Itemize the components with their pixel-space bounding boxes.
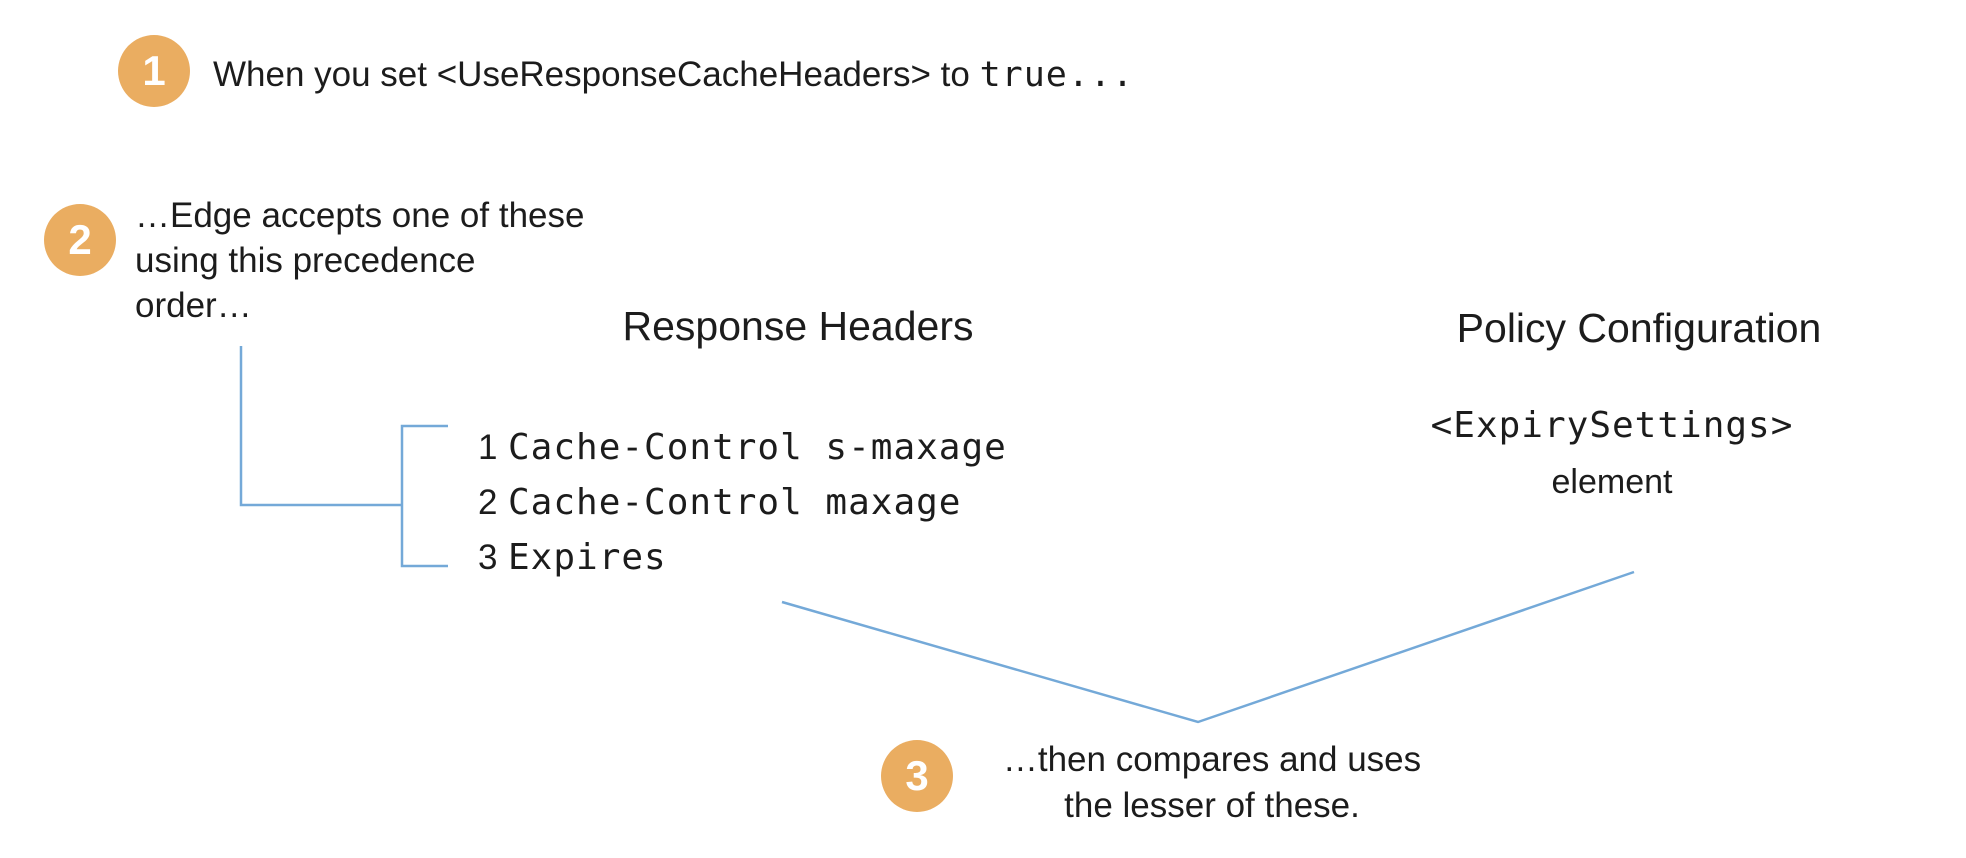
step-1-badge: 1 <box>118 35 190 107</box>
precedence-item-3: 3 Expires <box>478 535 667 580</box>
step2-elbow-connector-line <box>239 346 402 507</box>
step-3-badge: 3 <box>881 740 953 812</box>
precedence-item-2-value: Cache-Control maxage <box>508 482 962 523</box>
precedence-item-2-rank: 2 <box>478 482 498 522</box>
precedence-item-1: 1 Cache-Control s-maxage <box>478 425 1007 470</box>
step-1-number: 1 <box>142 47 166 94</box>
precedence-item-3-rank: 3 <box>478 537 498 577</box>
response-headers-title: Response Headers <box>622 303 974 349</box>
step-1-text-prefix: When you set <UseResponseCacheHeaders> t… <box>213 55 980 94</box>
expiry-settings-element-label: element <box>1551 463 1673 501</box>
step-2-text-line3: order… <box>135 286 252 325</box>
precedence-item-3-value: Expires <box>508 537 667 578</box>
step-3-text-line1: …then compares and uses <box>1002 740 1422 779</box>
step-2-number: 2 <box>68 216 92 263</box>
precedence-item-1-rank: 1 <box>478 427 498 467</box>
precedence-item-2: 2 Cache-Control maxage <box>478 480 961 525</box>
expiry-settings-block: <ExpirySettings> element <box>1412 405 1812 501</box>
step-3-text-line2: the lesser of these. <box>1064 786 1360 825</box>
step-3-text: …then compares and uses the lesser of th… <box>962 737 1462 829</box>
step-2-badge: 2 <box>44 204 116 276</box>
precedence-bracket-line <box>400 424 448 568</box>
step-1-text: When you set <UseResponseCacheHeaders> t… <box>213 52 1134 98</box>
step-2-text: …Edge accepts one of these using this pr… <box>135 193 584 328</box>
precedence-item-1-value: Cache-Control s-maxage <box>508 427 1007 468</box>
policy-configuration-title: Policy Configuration <box>1456 305 1822 351</box>
compare-v-connector-line <box>781 570 1635 724</box>
step-2-text-line2: using this precedence <box>135 241 476 280</box>
step-1-code-value: true... <box>979 55 1135 95</box>
step-2-text-line1: …Edge accepts one of these <box>135 196 585 235</box>
step-3-number: 3 <box>905 752 929 799</box>
expiry-settings-element-name: <ExpirySettings> <box>1430 405 1794 446</box>
